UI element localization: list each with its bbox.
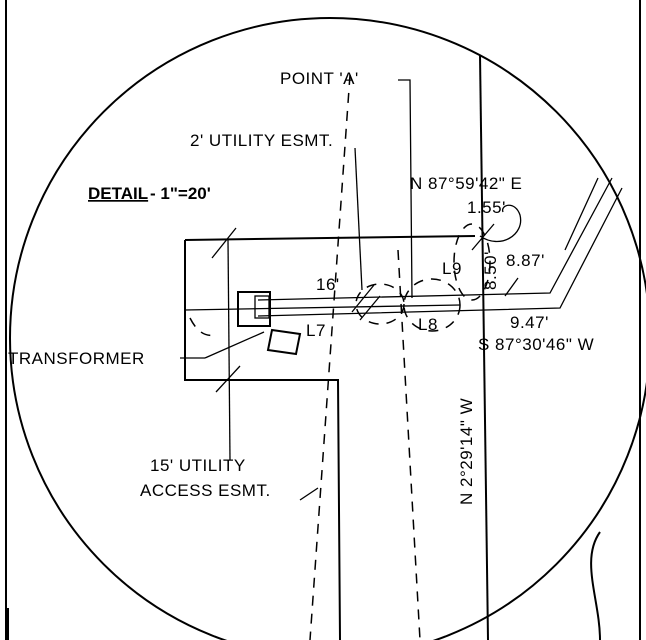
detail-leader-curve — [590, 531, 601, 640]
utility-esmt-dashed-right — [397, 249, 421, 640]
curve-arc-l8 — [403, 278, 461, 332]
label-dist-155: 1.55' — [467, 198, 506, 217]
curve-arc-l9 — [453, 223, 491, 301]
label-dist-16: 16' — [316, 275, 340, 294]
transformer-unit — [254, 295, 270, 319]
label-l8: L8 — [418, 315, 438, 334]
callout-loop-155 — [479, 204, 522, 242]
parcel-mid-line — [184, 304, 461, 311]
label-dist-947: 9.47' — [510, 313, 549, 332]
curve-arc-left — [189, 317, 216, 337]
boundary-line-east — [479, 54, 489, 640]
label-utility-esmt: 2' UTILITY ESMT. — [190, 131, 333, 150]
label-l9: L9 — [442, 259, 462, 278]
label-l7: L7 — [306, 321, 326, 340]
transformer-box — [266, 328, 302, 356]
curve-arc-mid — [355, 283, 405, 325]
label-bearing-nw: N 2°29'14" W — [457, 398, 476, 505]
tick-mark — [471, 223, 495, 251]
label-transformer: TRANSFORMER — [8, 349, 145, 368]
access-esmt-line — [227, 239, 231, 461]
label-dist-887: 8.87' — [506, 251, 545, 270]
detail-circle — [9, 17, 646, 640]
tick-mark — [211, 227, 237, 259]
access-esmt-leader — [299, 487, 319, 501]
point-a-leader — [398, 79, 413, 299]
utility-line-bottom — [257, 187, 623, 317]
tick-mark — [351, 284, 375, 313]
utility-esmt-leader — [354, 147, 363, 291]
tick-mark — [215, 365, 241, 393]
label-detail-word: DETAIL — [88, 184, 148, 203]
leader-887 — [504, 277, 519, 297]
parcel-top-line — [184, 235, 476, 241]
tick-mark — [359, 295, 381, 321]
utility-line-top — [257, 177, 613, 301]
transformer-pad — [237, 291, 271, 327]
label-access-esmt-1: 15' UTILITY — [150, 456, 246, 475]
label-detail-scale: - 1"=20' — [150, 184, 211, 203]
label-bearing-sw: S 87°30'46" W — [478, 335, 594, 354]
utility-esmt-dashed-left — [309, 74, 351, 640]
utility-line-extension — [564, 177, 599, 251]
label-access-esmt-2: ACCESS ESMT. — [140, 481, 271, 500]
label-dist-850: 8.50' — [481, 251, 500, 290]
label-bearing-ne: N 87°59'42" E — [410, 174, 522, 193]
label-point-a: POINT 'A' — [280, 69, 359, 88]
transformer-leader — [204, 331, 265, 359]
